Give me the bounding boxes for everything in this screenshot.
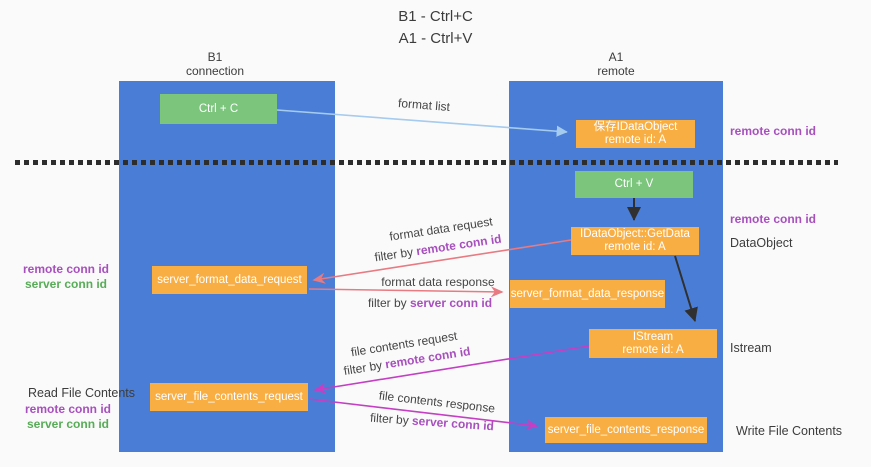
lane-b1-role: connection <box>185 64 245 78</box>
node-idataobject-getdata-line1: IDataObject::GetData <box>580 228 690 240</box>
diagram-title: B1 - Ctrl+C A1 - Ctrl+V <box>0 6 871 50</box>
node-istream-line2: remote id: A <box>622 343 684 356</box>
node-save-idataobject-line2: remote id: A <box>604 134 667 146</box>
annotation-left-server-conn-id-top: server conn id <box>24 277 108 291</box>
annotation-left-server-conn-id-bottom: server conn id <box>26 417 110 431</box>
label-format-response-filter: filter by server conn id <box>367 296 493 310</box>
node-istream: IStream remote id: A <box>589 329 717 358</box>
lane-header-b1: B1 connection <box>186 50 244 78</box>
annotation-left-conn-ids-top: remote conn id server conn id <box>20 262 112 292</box>
node-server-format-data-request-label: server_format_data_request <box>157 273 302 286</box>
node-server-format-data-response: server_format_data_response <box>510 280 665 308</box>
lane-b1-id: B1 <box>207 50 223 64</box>
label-format-data-response: format data response <box>381 275 495 289</box>
annotation-left-remote-conn-id-bottom: remote conn id <box>24 402 111 416</box>
lane-a1-id: A1 <box>608 50 624 64</box>
node-ctrl-v-label: Ctrl + V <box>614 178 654 190</box>
node-idataobject-getdata: IDataObject::GetData remote id: A <box>571 227 699 255</box>
annotation-dataobject: DataObject <box>730 236 793 250</box>
node-save-idataobject-line1: 保存IDataObject <box>593 121 678 133</box>
node-server-format-data-request: server_format_data_request <box>152 266 307 294</box>
node-ctrl-c: Ctrl + C <box>160 94 277 124</box>
node-idataobject-getdata-line2: remote id: A <box>604 241 666 253</box>
node-ctrl-v: Ctrl + V <box>575 171 693 198</box>
node-istream-line1: IStream <box>632 330 674 343</box>
diagram-title-line2: A1 - Ctrl+V <box>398 29 473 47</box>
label-file-response-filter: filter by server conn id <box>369 410 495 434</box>
label-format-list: format list <box>397 95 451 115</box>
node-save-idataobject: 保存IDataObject remote id: A <box>576 120 695 148</box>
format-response-filter-key: server conn id <box>409 296 493 310</box>
node-server-file-contents-response-label: server_file_contents_response <box>547 423 705 436</box>
node-ctrl-c-label: Ctrl + C <box>198 102 239 115</box>
annotation-remote-conn-id-mid: remote conn id <box>730 212 817 226</box>
node-server-file-contents-request: server_file_contents_request <box>150 383 308 411</box>
node-server-file-contents-response: server_file_contents_response <box>545 417 707 443</box>
arrow-format-data-response <box>308 286 504 298</box>
node-server-file-contents-request-label: server_file_contents_request <box>155 390 303 403</box>
annotation-remote-conn-id-top: remote conn id <box>730 124 817 138</box>
annotation-left-remote-conn-id-top: remote conn id <box>22 262 109 276</box>
lane-a1-role: remote <box>597 64 635 78</box>
annotation-write-file-contents: Write File Contents <box>736 424 843 438</box>
diagram-title-line1: B1 - Ctrl+C <box>398 8 473 25</box>
annotation-left-conn-ids-bottom: remote conn id server conn id <box>22 402 114 432</box>
phase-separator-dashed-line <box>15 160 838 165</box>
file-response-filter-key: server conn id <box>411 413 495 434</box>
node-server-format-data-response-label: server_format_data_response <box>510 287 665 300</box>
lane-header-a1: A1 remote <box>597 50 634 78</box>
annotation-istream: Istream <box>730 341 772 355</box>
annotation-read-file-contents: Read File Contents <box>28 386 136 400</box>
